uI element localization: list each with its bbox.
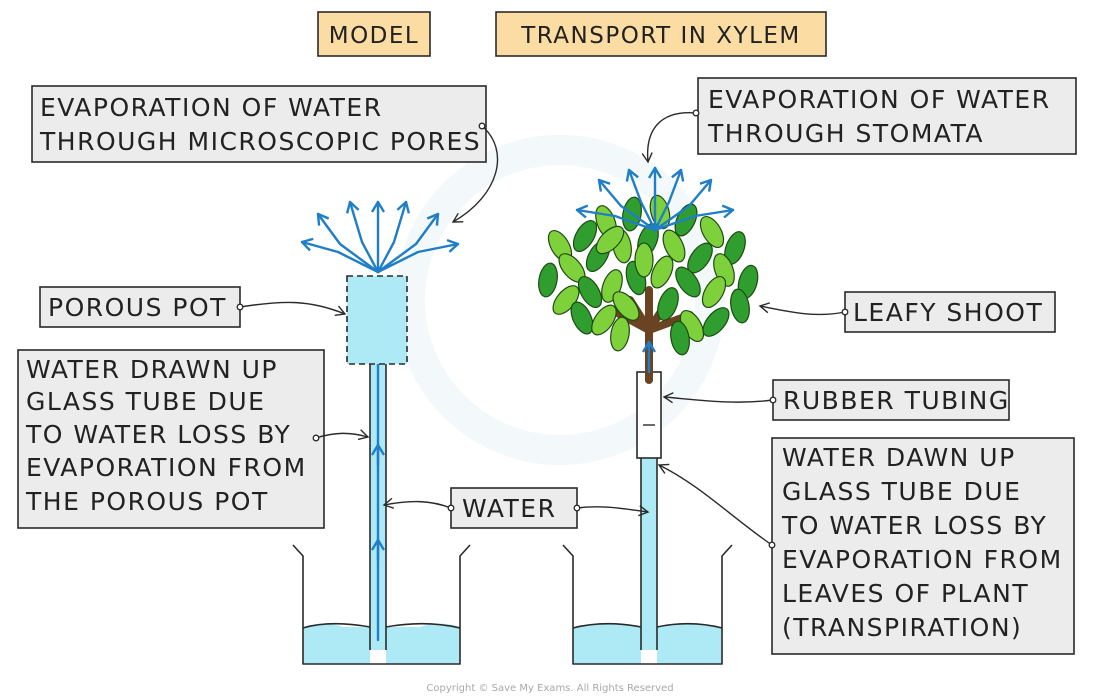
label-porous-pot-text: POROUS POT — [48, 293, 227, 322]
label-evaporation-pores-line2: THROUGH MICROSCOPIC PORES — [39, 127, 481, 156]
evaporation-arrow — [350, 200, 380, 274]
plant-glass-tube — [640, 455, 658, 650]
label-water-drawn-model-line2: GLASS TUBE DUE — [26, 387, 265, 416]
plant-beaker — [562, 544, 733, 665]
model-glass-tube — [369, 338, 387, 650]
plant-evaporation-arrows — [575, 166, 735, 232]
label-evaporation-stomata-line2: THROUGH STOMATA — [707, 119, 984, 148]
evaporation-arrow — [376, 212, 440, 274]
leafy-shoot — [538, 194, 759, 384]
label-rubber-tubing: RUBBER TUBING — [772, 379, 1010, 421]
leaf — [612, 291, 640, 321]
leaf — [650, 255, 674, 289]
header-xylem-text: TRANSPORT IN XYLEM — [520, 23, 801, 49]
evaporation-arrow — [653, 168, 681, 232]
label-evaporation-pores-line1: EVAPORATION OF WATER — [40, 93, 383, 122]
leaf — [675, 266, 701, 298]
evaporation-arrow — [597, 178, 657, 232]
evaporation-arrow — [653, 210, 735, 232]
leaf — [595, 225, 625, 255]
leaf — [572, 220, 598, 252]
evaporation-arrow — [575, 210, 657, 232]
leaf — [657, 287, 679, 321]
leaf — [634, 242, 654, 278]
label-water-drawn-plant-line5: LEAVES OF PLANT — [782, 579, 1029, 608]
label-water-drawn-model-line4: EVAPORATION FROM — [26, 453, 307, 482]
label-water-drawn-plant-line2: GLASS TUBE DUE — [782, 477, 1021, 506]
label-water-drawn-plant-line1: WATER DAWN UP — [782, 443, 1016, 472]
evaporation-arrow — [629, 168, 657, 232]
leaf — [702, 307, 730, 337]
leaf — [591, 304, 617, 336]
leaf — [699, 216, 725, 248]
evaporation-arrow — [376, 200, 406, 274]
label-porous-pot: POROUS POT — [39, 286, 241, 328]
header-model-text: MODEL — [329, 23, 420, 49]
rubber-tubing — [636, 371, 662, 459]
label-leafy-shoot-text: LEAFY SHOOT — [853, 298, 1043, 327]
label-water-drawn-model-line5: THE POROUS POT — [25, 487, 269, 516]
label-water-drawn-model-line1: WATER DRAWN UP — [26, 355, 278, 384]
evaporation-arrow — [316, 212, 380, 274]
leaf — [570, 301, 594, 335]
label-leafy-shoot: LEAFY SHOOT — [844, 291, 1056, 333]
leaf — [662, 229, 686, 263]
label-water-drawn-plant-line6: (TRANSPIRATION) — [782, 613, 1022, 642]
header-model: MODEL — [317, 11, 431, 57]
label-water-drawn-model: WATER DRAWN UP GLASS TUBE DUE TO WATER L… — [17, 349, 325, 529]
label-rubber-tubing-text: RUBBER TUBING — [783, 386, 1010, 415]
label-water-drawn-model-line3: TO WATER LOSS BY — [25, 420, 291, 449]
leaf — [577, 276, 603, 308]
header-xylem: TRANSPORT IN XYLEM — [495, 11, 827, 57]
leaf — [538, 262, 558, 298]
leaf — [701, 276, 727, 308]
leaf — [670, 320, 690, 356]
evaporation-arrow — [376, 244, 460, 274]
label-evaporation-pores: EVAPORATION OF WATER THROUGH MICROSCOPIC… — [31, 85, 487, 163]
label-water-drawn-plant-line3: TO WATER LOSS BY — [781, 511, 1047, 540]
leaf — [610, 316, 630, 352]
copyright-text: Copyright © Save My Exams. All Rights Re… — [426, 683, 673, 694]
evaporation-arrow — [653, 178, 713, 232]
label-water: WATER — [450, 487, 578, 529]
label-evaporation-stomata-line1: EVAPORATION OF WATER — [708, 85, 1051, 114]
leaf — [730, 288, 750, 324]
label-water-drawn-plant: WATER DAWN UP GLASS TUBE DUE TO WATER LO… — [771, 437, 1075, 655]
label-evaporation-stomata: EVAPORATION OF WATER THROUGH STOMATA — [697, 77, 1077, 155]
evaporation-arrow — [300, 242, 380, 274]
model-beaker — [292, 544, 471, 665]
label-water-drawn-plant-line4: EVAPORATION FROM — [782, 545, 1063, 574]
model-evaporation-arrows — [300, 200, 460, 274]
label-water-text: WATER — [462, 494, 556, 523]
porous-pot — [346, 275, 408, 365]
